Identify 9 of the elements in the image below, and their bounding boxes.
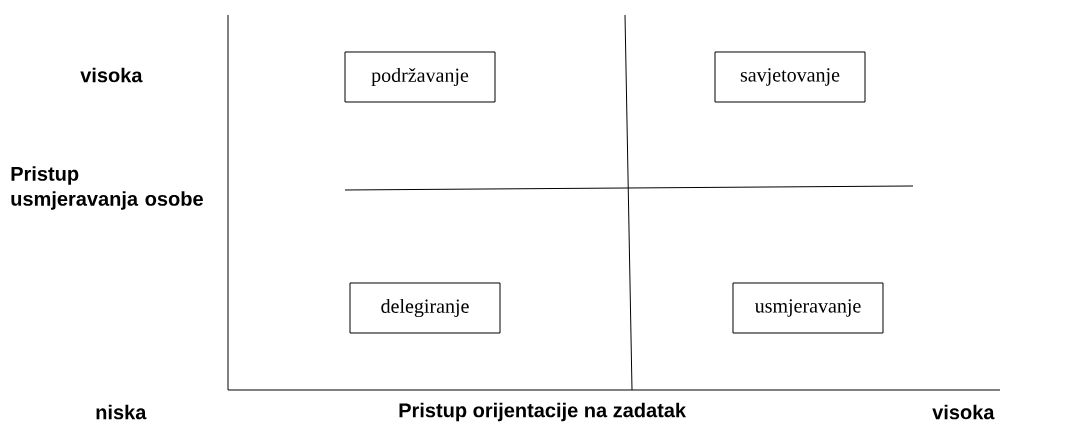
axis-label: visoka: [80, 67, 143, 83]
axis-label: visoka: [932, 404, 995, 420]
quadrant-box: delegiranje: [349, 282, 501, 334]
quadrant-box: savjetovanje: [714, 51, 866, 103]
axis-label: Pristup orijentacije na zadatak: [399, 402, 687, 422]
quadrant-box: podržavanje: [344, 51, 496, 103]
axis-label: niska: [96, 404, 147, 420]
axis-label: Pristup usmjeravanja osobe: [11, 166, 203, 210]
quadrant-box: usmjeravanje: [732, 282, 884, 334]
